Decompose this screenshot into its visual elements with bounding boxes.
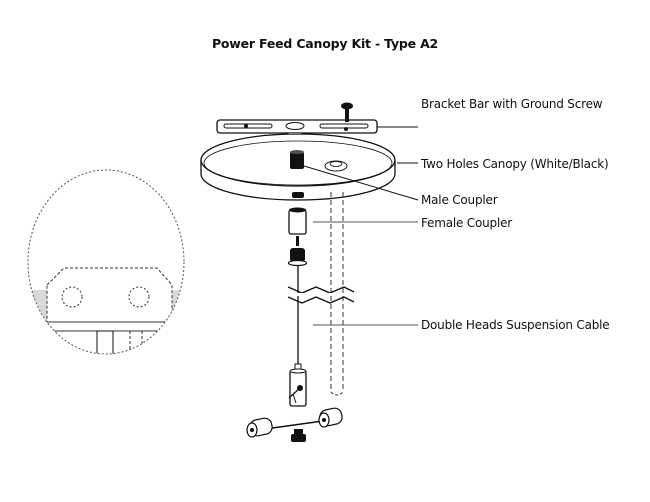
detail-canopy-plate [39,321,172,332]
label-canopy: Two Holes Canopy (White/Black) [421,157,609,171]
break-marks-icon [287,286,355,304]
detail-hole-right [128,286,150,308]
cable-gripper [288,363,307,407]
head-right [318,407,343,428]
detail-coupler [96,330,114,354]
label-female-coupler: Female Coupler [421,216,512,230]
label-suspension-cable: Double Heads Suspension Cable [421,318,610,332]
diagram-title: Power Feed Canopy Kit - Type A2 [211,36,439,51]
leader-lines [303,126,419,326]
label-male-coupler: Male Coupler [421,193,498,207]
cable-top-head [287,236,308,267]
set-screw-icon [291,429,306,442]
detail-inset [27,169,185,355]
detail-circle [27,169,185,355]
detail-bracket-outline [46,267,173,323]
detail-hole-left [61,286,83,308]
male-coupler-icon [290,150,304,169]
label-bracket-bar: Bracket Bar with Ground Screw [421,97,603,111]
coupler-thread [292,192,304,198]
head-left [246,417,273,438]
ground-screw-icon [341,102,353,122]
female-coupler-icon [288,207,307,235]
leader-male-coupler [303,165,419,201]
bracket-bar [216,102,378,139]
double-heads [246,407,343,442]
canopy [200,133,396,201]
